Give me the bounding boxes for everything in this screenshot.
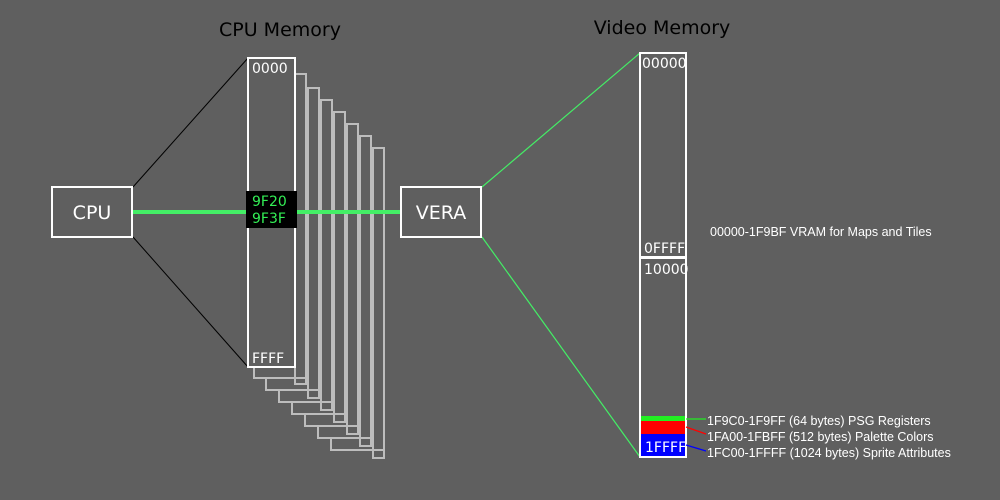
bank-frame xyxy=(333,111,346,423)
cpu-memory-title: CPU Memory xyxy=(219,19,341,41)
bank-frame-edge xyxy=(253,368,308,379)
io-end-label: 9F3F xyxy=(252,211,286,227)
sprite-leader-line xyxy=(685,444,707,452)
bank-frame-edge xyxy=(265,378,321,391)
vram-bank1-start-label: 10000 xyxy=(644,262,689,278)
psg-region xyxy=(641,416,685,421)
palette-region xyxy=(641,421,685,434)
bank-frame-edge xyxy=(304,414,360,427)
bank-frame xyxy=(346,123,359,435)
vram-bank0-end-label: 0FFFF xyxy=(644,241,685,257)
bank-frame-edge xyxy=(317,426,373,439)
palette-leader-line xyxy=(685,426,707,435)
vera-to-vram-bottom-line xyxy=(481,236,641,458)
bank-frame xyxy=(372,147,385,459)
vram-bank1-end-label: 1FFFF xyxy=(645,440,686,456)
cpu-block-label: CPU xyxy=(73,202,112,224)
cpu-memory-end-label: FFFF xyxy=(252,351,284,367)
cpu-block xyxy=(51,186,133,238)
cpu-memory-start-label: 0000 xyxy=(252,61,288,77)
video-memory-title: Video Memory xyxy=(594,17,731,39)
vram-bank-0 xyxy=(639,52,687,258)
sprite-annotation: 1FC00-1FFFF (1024 bytes) Sprite Attribut… xyxy=(707,446,951,460)
bank-frame-edge xyxy=(330,438,384,451)
bank-frame-edge xyxy=(291,402,347,415)
sprite-region xyxy=(641,434,685,456)
cpu-memory-banks xyxy=(253,73,385,459)
bank-frame-edge xyxy=(278,390,334,403)
vera-block xyxy=(400,186,482,238)
io-start-label: 9F20 xyxy=(252,194,287,210)
bank-frame xyxy=(320,99,333,411)
io-region xyxy=(246,191,297,228)
palette-annotation: 1FA00-1FBFF (512 bytes) Palette Colors xyxy=(707,430,933,444)
psg-annotation: 1F9C0-1F9FF (64 bytes) PSG Registers xyxy=(707,414,931,428)
vera-block-label: VERA xyxy=(416,202,466,224)
vera-to-vram-top-line xyxy=(481,52,641,188)
bank-frame xyxy=(294,73,307,385)
cpu-to-memory-bottom-line xyxy=(132,236,249,368)
cpu-to-memory-top-line xyxy=(132,57,249,188)
vram-annotation: 00000-1F9BF VRAM for Maps and Tiles xyxy=(710,225,932,239)
bank-frame xyxy=(307,87,320,399)
vram-bank0-start-label: 00000 xyxy=(642,56,687,72)
bank-frame xyxy=(359,135,372,447)
